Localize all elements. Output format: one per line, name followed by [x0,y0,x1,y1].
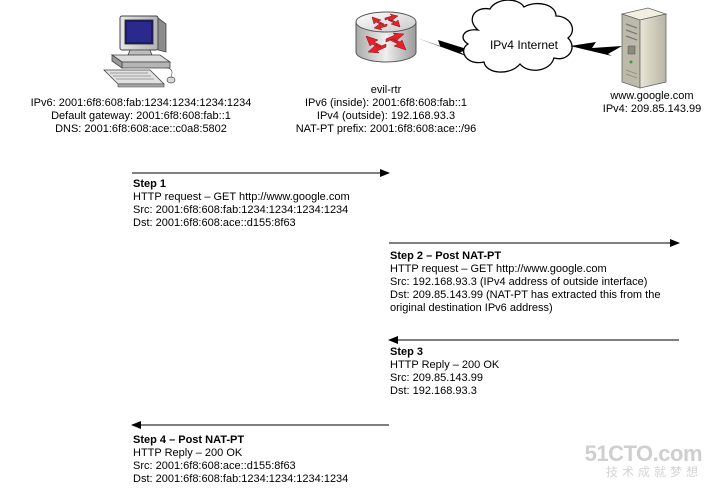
cloud-label: IPv4 Internet [489,38,559,52]
client-gateway: Default gateway: 2001:6f8:608:fab::1 [51,110,231,122]
step4-title: Step 4 – Post NAT-PT [133,434,245,446]
step1-title: Step 1 [133,178,167,190]
workstation-icon [103,15,176,88]
router-ipv6-inside: IPv6 (inside): 2001:6f8:608:fab::1 [304,97,468,109]
step1-block: Step 1 HTTP request – GET http://www.goo… [133,178,350,230]
watermark-logo: 51CTO.com [584,441,703,466]
step3-line: Src: 209.85.143.99 [390,372,483,384]
step2-line: HTTP request – GET http://www.google.com [390,263,607,275]
watermark-slogan: 技术成就梦想 [605,465,702,479]
step3-block: Step 3 HTTP Reply – 200 OK Src: 209.85.1… [390,346,499,398]
step4-line: Dst: 2001:6f8:608:fab:1234:1234:1234:123… [133,473,349,485]
router-name: evil-rtr [370,84,402,96]
step4-line: Src: 2001:6f8:608:ace::d155:8f63 [133,460,296,472]
router-ipv4-outside: IPv4 (outside): 192.168.93.3 [316,110,456,122]
server-name: www.google.com [610,90,694,102]
step3-line: HTTP Reply – 200 OK [390,359,500,371]
router-natpt-prefix: NAT-PT prefix: 2001:6f8:608:ace::/96 [295,123,477,135]
router-icon [355,11,417,63]
step4-block: Step 4 – Post NAT-PT HTTP Reply – 200 OK… [133,434,348,486]
lightning-link-left [417,38,470,56]
step1-line: Src: 2001:6f8:608:fab:1234:1234:1234:123… [133,204,349,216]
client-dns: DNS: 2001:6f8:608:ace::c0a8:5802 [55,123,227,135]
server-icon [620,7,668,89]
step3-line: Dst: 192.168.93.3 [390,385,477,397]
lightning-link-right [570,42,622,56]
server-ipv4: IPv4: 209.85.143.99 [602,103,702,115]
step2-block: Step 2 – Post NAT-PT HTTP request – GET … [390,250,660,315]
step2-line: original destination IPv6 address) [390,302,553,314]
router-info: evil-rtr IPv6 (inside): 2001:6f8:608:fab… [276,84,496,136]
step4-line: HTTP Reply – 200 OK [133,447,243,459]
step3-title: Step 3 [390,346,424,358]
step1-line: HTTP request – GET http://www.google.com [133,191,350,203]
step2-line: Src: 192.168.93.3 (IPv4 address of outsi… [390,276,648,288]
server-info: www.google.com IPv4: 209.85.143.99 [592,90,712,116]
step2-line: Dst: 209.85.143.99 (NAT-PT has extracted… [390,289,661,301]
watermark: 51CTO.com 技术成就梦想 [584,441,703,480]
step2-title: Step 2 – Post NAT-PT [390,250,502,262]
client-ipv6: IPv6: 2001:6f8:608:fab:1234:1234:1234:12… [30,97,252,109]
client-info: IPv6: 2001:6f8:608:fab:1234:1234:1234:12… [0,97,282,136]
cloud-shape [462,0,573,73]
step1-line: Dst: 2001:6f8:608:ace::d155:8f63 [133,217,296,229]
